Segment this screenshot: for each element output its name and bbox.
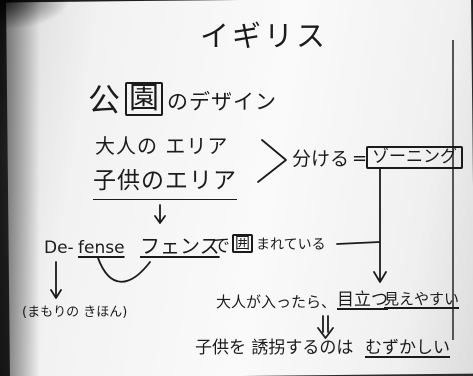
muzukashii-text: むずかしい bbox=[365, 338, 450, 358]
kakomu-boxed: 囲 bbox=[232, 234, 254, 253]
mieyasui-text: 見えやすい bbox=[384, 290, 460, 308]
kakomarete-text: まれている bbox=[256, 237, 326, 253]
adult-area-text: 大人の エリア bbox=[95, 134, 229, 158]
kodomo-text: 子供を 誘拐するのは bbox=[195, 338, 354, 358]
mamori-text: (まもりの きほん) bbox=[22, 305, 128, 320]
heading-kou: 公 bbox=[88, 81, 121, 119]
defense-de: De- bbox=[44, 238, 74, 258]
title-text: イギリス bbox=[200, 19, 329, 53]
de-particle: で bbox=[212, 236, 230, 257]
corner-shadow bbox=[0, 0, 70, 30]
heading-rest: のデザイン bbox=[167, 90, 277, 114]
child-area-text: 子供のエリア bbox=[93, 170, 237, 200]
fence-text: フェンス bbox=[140, 234, 220, 258]
adult-entry-text: 大人が入ったら、 bbox=[216, 293, 337, 311]
wakeru-text: 分ける bbox=[292, 148, 350, 170]
heading-en-boxed: 園 bbox=[125, 82, 163, 116]
medatsu-text: 目立つ bbox=[337, 290, 388, 310]
margin-line bbox=[452, 40, 454, 340]
zoning-boxed: ゾーニング bbox=[366, 146, 463, 169]
defense-fense: fense bbox=[78, 238, 125, 258]
paper-edge-shadow bbox=[0, 0, 40, 376]
equals-sign: = bbox=[352, 148, 368, 169]
